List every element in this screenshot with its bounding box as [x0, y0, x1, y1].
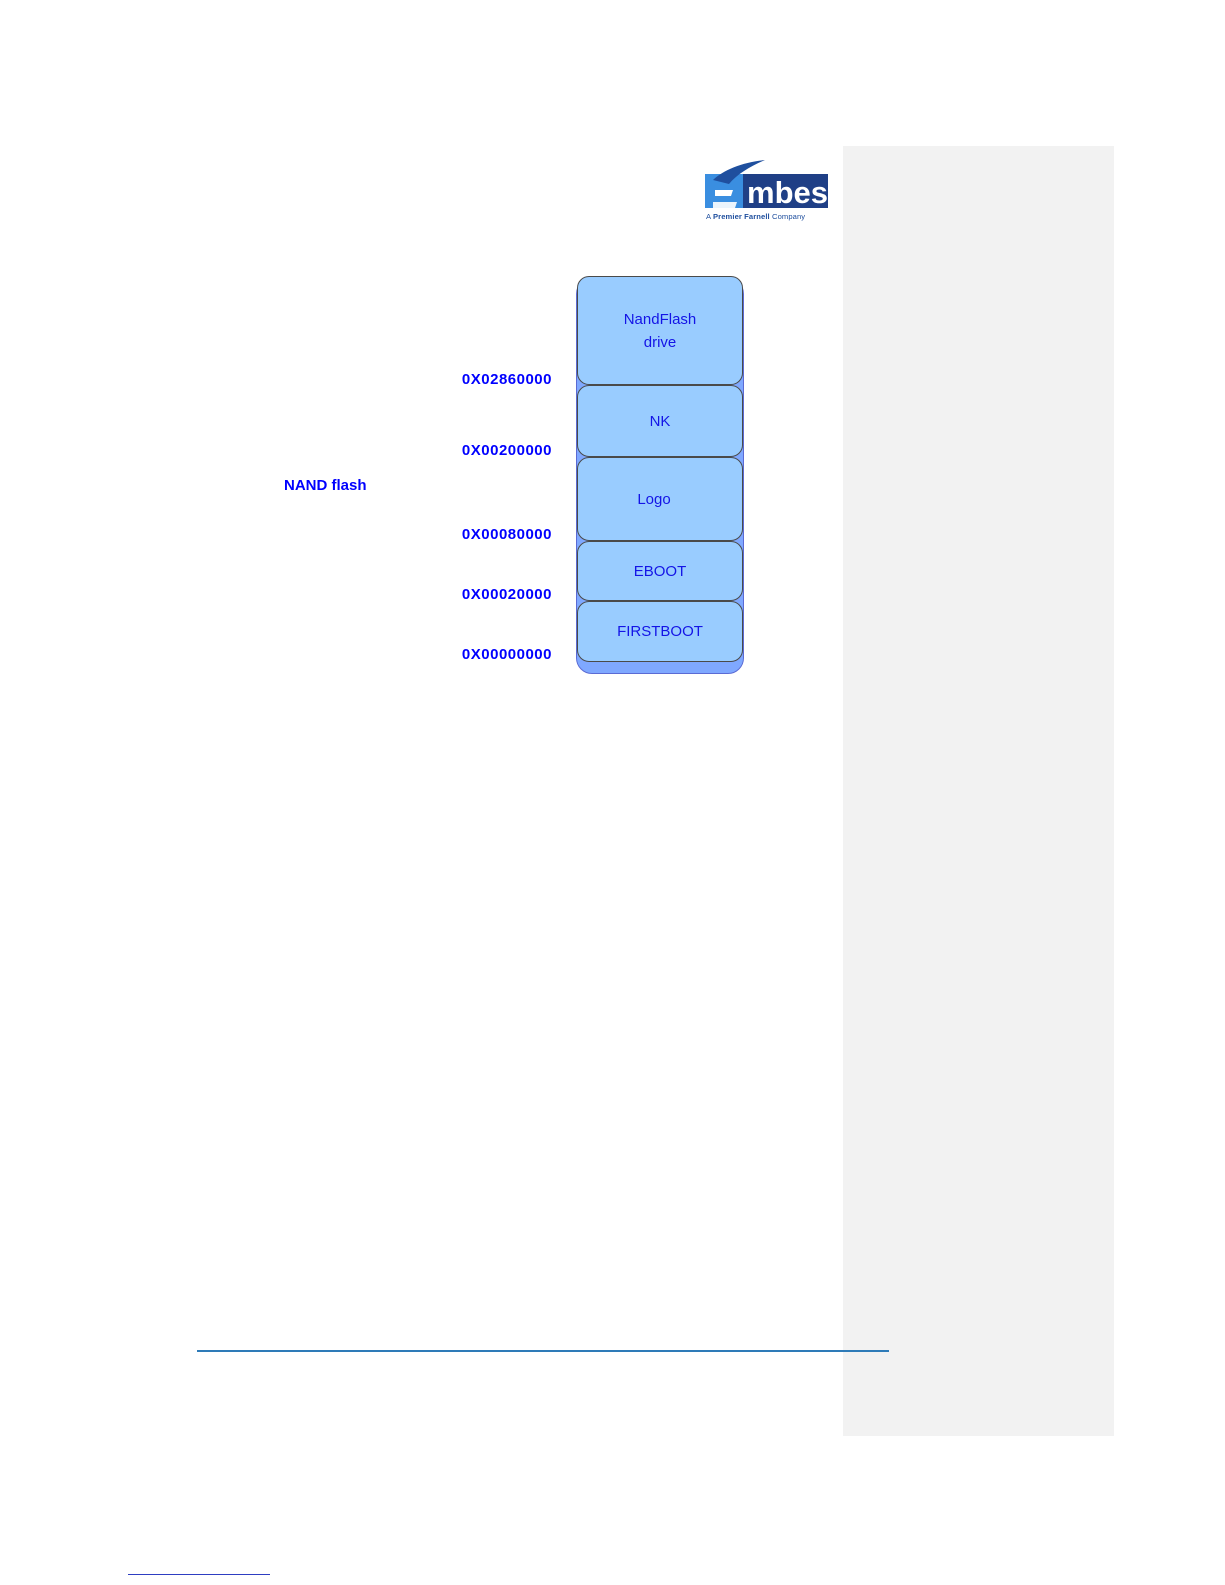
block-logo: Logo: [577, 457, 743, 541]
block-eboot: EBOOT: [577, 541, 743, 601]
nand-flash-label: NAND flash: [284, 477, 367, 494]
block-label: Logo: [637, 488, 670, 511]
block-label-line2: drive: [624, 331, 697, 354]
block-nk: NK: [577, 385, 743, 457]
block-label: NandFlash: [624, 308, 697, 331]
address-label: 0X00200000: [440, 442, 552, 459]
block-label: NK: [650, 410, 671, 433]
footer-link-underline[interactable]: [128, 1574, 270, 1575]
address-label: 0X02860000: [440, 371, 552, 388]
block-label: FIRSTBOOT: [617, 620, 703, 643]
block-nandflash-drive: NandFlash drive: [577, 276, 743, 385]
block-label: EBOOT: [634, 560, 687, 583]
footer-divider: [197, 1350, 889, 1352]
block-firstboot: FIRSTBOOT: [577, 601, 743, 662]
address-label: 0X00020000: [440, 586, 552, 603]
address-label: 0X00080000: [440, 526, 552, 543]
address-label: 0X00000000: [440, 646, 552, 663]
